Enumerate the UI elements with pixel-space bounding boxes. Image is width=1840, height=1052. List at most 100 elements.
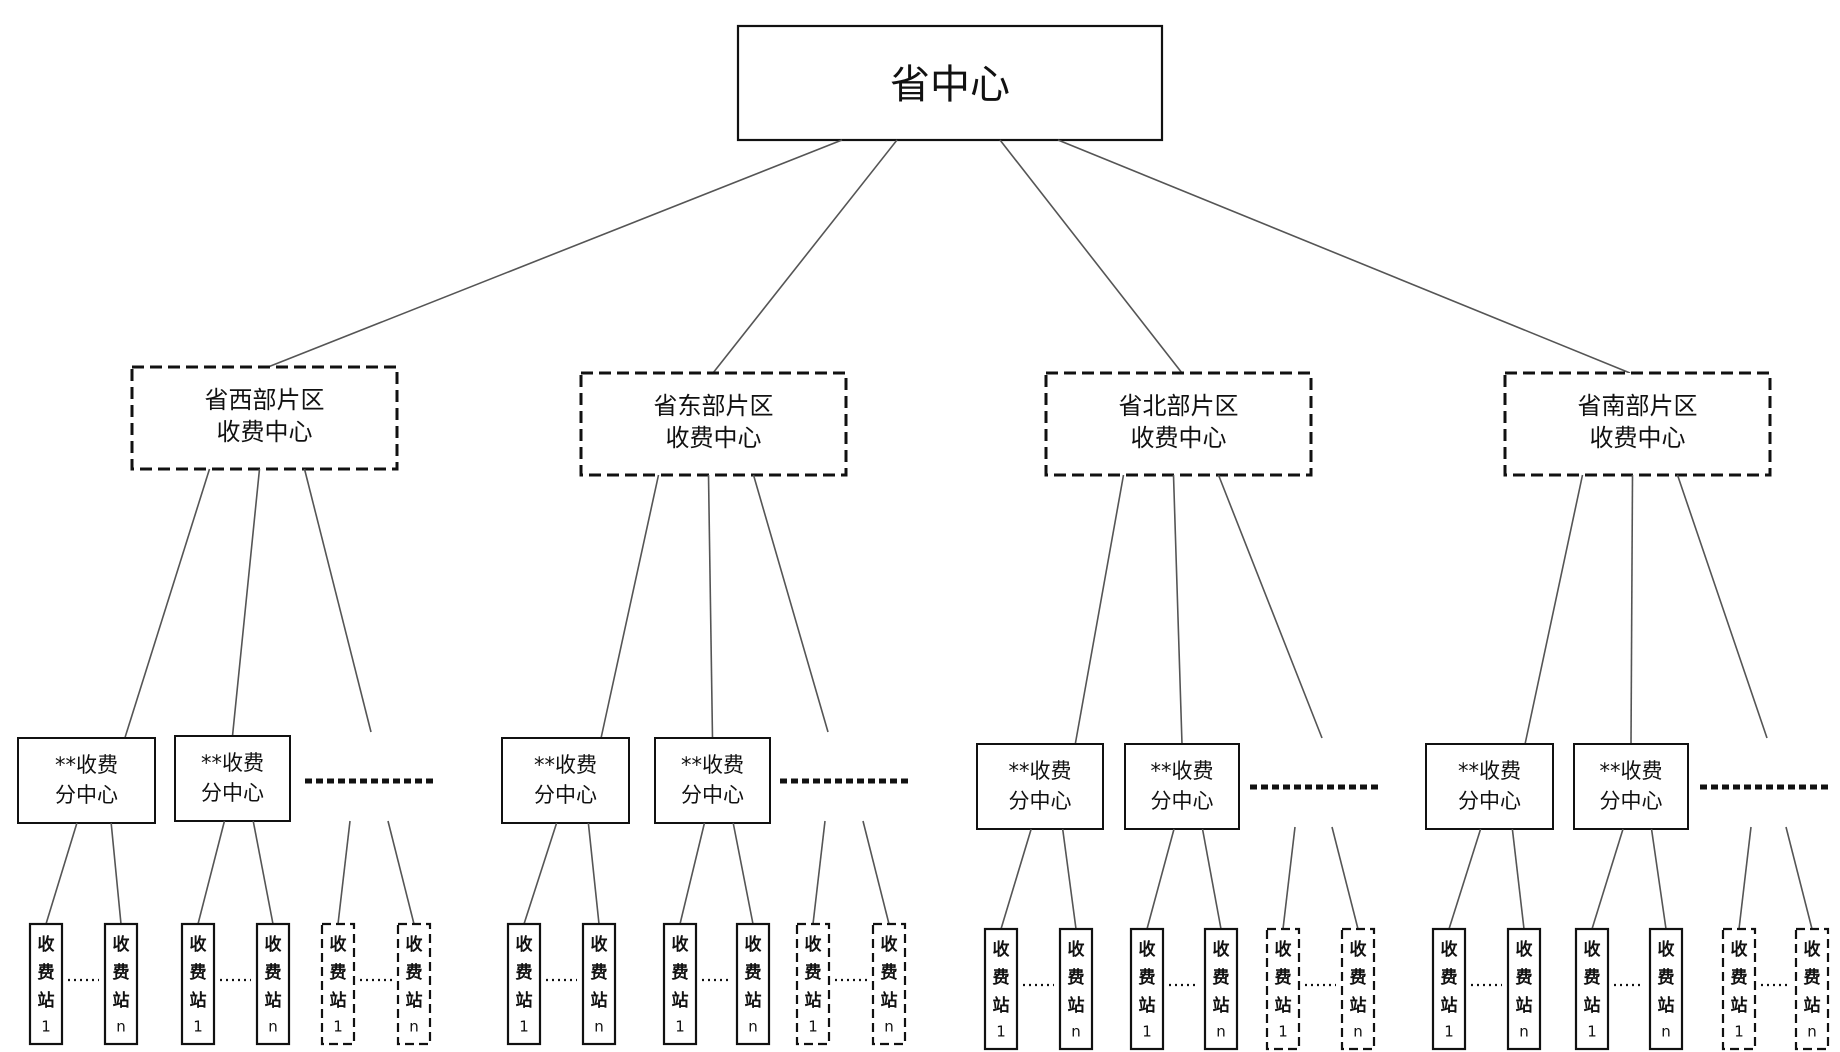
station-label-char: 费 xyxy=(516,962,533,983)
station-label-char: 收 xyxy=(1731,939,1748,960)
subcenter-to-station-line xyxy=(45,822,78,925)
station-label-char: 收 xyxy=(113,934,130,955)
station-label-char: 费 xyxy=(745,962,762,983)
station-number: 1 xyxy=(519,1018,529,1036)
station-label-char: 站 xyxy=(516,990,533,1011)
region-box xyxy=(1044,371,1313,477)
subcenter-to-station-line xyxy=(387,820,415,925)
station-label-char: 费 xyxy=(1584,967,1601,988)
region-title-line1: 省西部片区 xyxy=(205,386,325,414)
station-box xyxy=(1648,927,1684,1051)
station-box xyxy=(1265,927,1301,1051)
region-box xyxy=(130,365,399,471)
station-box xyxy=(103,922,139,1046)
station-label-char: 收 xyxy=(330,934,347,955)
station-label-char: 收 xyxy=(406,934,423,955)
subcenter-to-station-line xyxy=(1650,828,1667,930)
station-box xyxy=(320,922,356,1046)
station-label-char: 站 xyxy=(1658,995,1675,1016)
station-label-char: 费 xyxy=(1516,967,1533,988)
station-label-char: 收 xyxy=(745,934,762,955)
station-label-char: 费 xyxy=(881,962,898,983)
station-label-char: 站 xyxy=(591,990,608,1011)
subcenter-to-station-line xyxy=(732,822,754,925)
region-to-more-line xyxy=(1217,474,1323,739)
station-box xyxy=(1203,927,1239,1051)
station-label-char: 收 xyxy=(1804,939,1821,960)
subcenter-to-station-line xyxy=(1201,828,1222,930)
station-number: n xyxy=(409,1018,419,1036)
subcenter-to-station-line xyxy=(1061,828,1077,930)
region-to-subcenter-line xyxy=(1172,474,1183,745)
subcenter-label-line1: **收费 xyxy=(1458,759,1521,783)
station-label-char: 费 xyxy=(330,962,347,983)
subcenter-label-line2: 分中心 xyxy=(681,783,744,807)
subcenter-to-station-line xyxy=(1448,828,1482,930)
station-label-char: 收 xyxy=(805,934,822,955)
root-to-region-line xyxy=(999,139,1183,374)
region-to-more-line xyxy=(303,468,372,733)
station-label-char: 站 xyxy=(1441,995,1458,1016)
station-box xyxy=(1506,927,1542,1051)
station-label-char: 费 xyxy=(406,962,423,983)
station-label-char: 费 xyxy=(1275,967,1292,988)
station-number: 1 xyxy=(808,1018,818,1036)
station-number: n xyxy=(268,1018,278,1036)
region-title-line2: 收费中心 xyxy=(1131,424,1227,452)
subcenter-to-station-line xyxy=(1738,826,1752,930)
station-number: 1 xyxy=(1587,1023,1597,1041)
station-label-char: 收 xyxy=(1213,939,1230,960)
subcenter-label-line1: **收费 xyxy=(681,753,744,777)
subcenter-box xyxy=(654,737,771,824)
subcenter-to-station-line xyxy=(1282,826,1296,930)
station-label-char: 站 xyxy=(672,990,689,1011)
subcenter-label-line1: **收费 xyxy=(55,753,118,777)
subcenter-to-station-line xyxy=(197,820,226,925)
region-title-line1: 省东部片区 xyxy=(654,392,774,420)
root-to-region-line xyxy=(1057,139,1631,374)
station-label-char: 费 xyxy=(265,962,282,983)
station-label-char: 费 xyxy=(1731,967,1748,988)
station-label-char: 费 xyxy=(805,962,822,983)
subcenter-box xyxy=(17,737,156,824)
region-title-line1: 省北部片区 xyxy=(1119,392,1239,420)
station-label-char: 收 xyxy=(1068,939,1085,960)
station-number: 1 xyxy=(41,1018,51,1036)
subcenter-to-station-line xyxy=(679,822,706,925)
subcenter-to-station-line xyxy=(1331,826,1359,930)
station-label-char: 费 xyxy=(1068,967,1085,988)
root-to-region-line xyxy=(267,139,843,368)
subcenter-label-line2: 分中心 xyxy=(201,781,264,805)
station-label-char: 收 xyxy=(265,934,282,955)
region-title-line2: 收费中心 xyxy=(1590,424,1686,452)
station-box xyxy=(255,922,291,1046)
subcenter-to-station-line xyxy=(337,820,351,925)
subcenter-label-line1: **收费 xyxy=(1600,759,1663,783)
root-to-region-line xyxy=(712,139,898,374)
region-to-subcenter-line xyxy=(1630,474,1634,745)
region-to-more-line xyxy=(1676,474,1768,739)
station-label-char: 站 xyxy=(1213,995,1230,1016)
subcenter-to-station-line xyxy=(523,822,558,925)
station-box xyxy=(1794,927,1830,1051)
station-number: 1 xyxy=(996,1023,1006,1041)
station-box xyxy=(983,927,1019,1051)
station-label-char: 站 xyxy=(993,995,1010,1016)
region-to-subcenter-line xyxy=(707,474,714,739)
station-box xyxy=(871,922,907,1046)
station-number: n xyxy=(1216,1023,1226,1041)
station-box xyxy=(506,922,542,1046)
station-label-char: 收 xyxy=(1350,939,1367,960)
station-label-char: 站 xyxy=(1350,995,1367,1016)
station-label-char: 费 xyxy=(1350,967,1367,988)
station-number: 1 xyxy=(333,1018,343,1036)
station-label-char: 费 xyxy=(591,962,608,983)
region-to-subcenter-line xyxy=(124,468,211,739)
subcenter-to-station-line xyxy=(1785,826,1813,930)
region-title-line1: 省南部片区 xyxy=(1578,392,1698,420)
station-box xyxy=(1058,927,1094,1051)
subcenter-label-line2: 分中心 xyxy=(1009,789,1072,813)
station-number: 1 xyxy=(675,1018,685,1036)
station-label-char: 费 xyxy=(1804,967,1821,988)
subcenter-label-line1: **收费 xyxy=(534,753,597,777)
